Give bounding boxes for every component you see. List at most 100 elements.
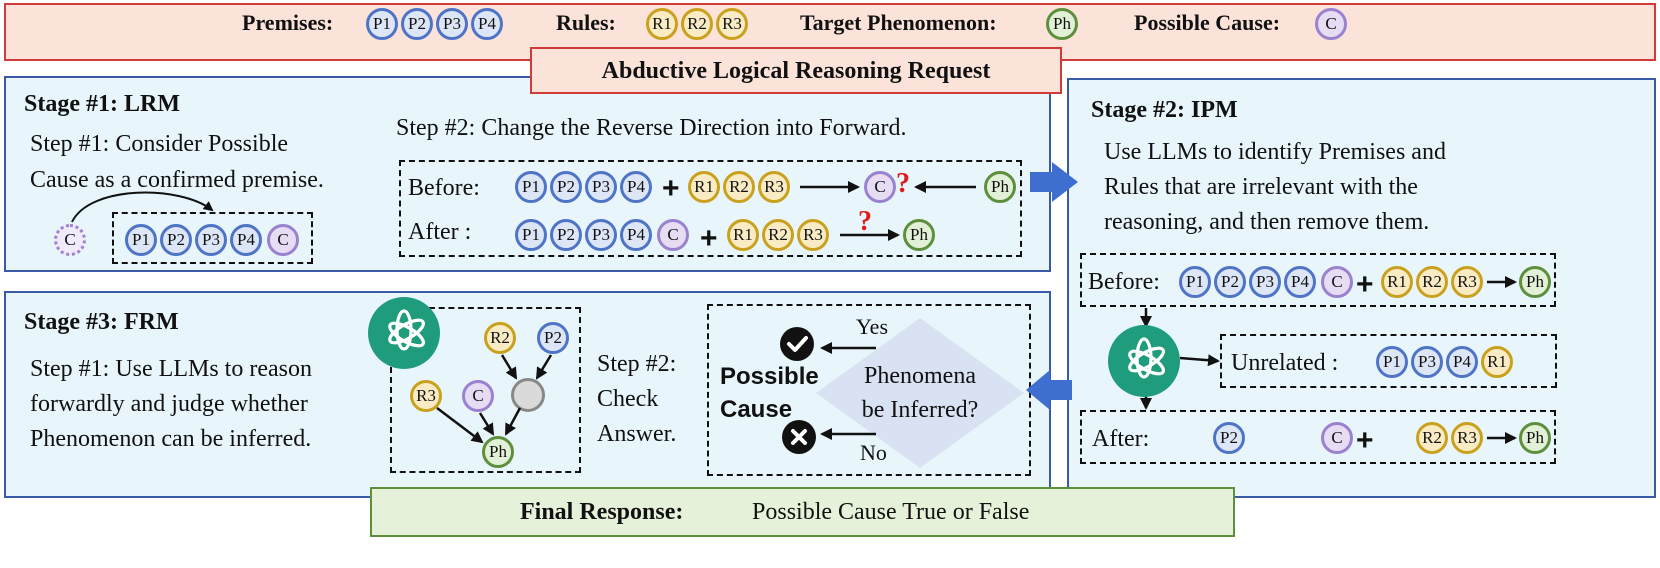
plus-sign: +	[662, 172, 680, 205]
cause-c: C	[1321, 422, 1353, 454]
rule-r3: R3	[797, 219, 829, 251]
premise-p2: P2	[550, 219, 582, 251]
plus-sign: +	[700, 222, 718, 255]
intermediate-node	[511, 378, 545, 412]
final-response-value: Possible Cause True or False	[752, 499, 1030, 525]
premise-p1: P1	[1179, 266, 1211, 298]
stage3-title: Stage #3: FRM	[24, 309, 179, 335]
phenomenon-ph: Ph	[1046, 8, 1078, 40]
plus-sign: +	[1356, 424, 1374, 457]
premise-p3: P3	[1411, 346, 1443, 378]
premise-p1: P1	[1376, 346, 1408, 378]
request-title-box	[530, 47, 1062, 94]
premise-p2: P2	[1213, 422, 1245, 454]
premise-p4: P4	[1446, 346, 1478, 378]
rule-r1: R1	[727, 219, 759, 251]
rule-r1: R1	[646, 8, 678, 40]
premise-p1: P1	[515, 219, 547, 251]
phenomenon-ph: Ph	[1519, 266, 1551, 298]
rule-r2: R2	[762, 219, 794, 251]
premise-p2: P2	[401, 8, 433, 40]
premise-p2: P2	[1214, 266, 1246, 298]
yes-label: Yes	[856, 314, 889, 339]
premise-p3: P3	[436, 8, 468, 40]
premises-label: Premises:	[242, 10, 334, 35]
stage2-before-label: Before:	[1088, 269, 1160, 295]
premise-p1: P1	[125, 224, 157, 256]
stage2-desc-line2: Rules that are irrelevant with the	[1104, 174, 1418, 200]
cause-c: C	[267, 224, 299, 256]
rule-r2: R2	[681, 8, 713, 40]
premise-p4: P4	[1284, 266, 1316, 298]
stage1-before-after-box	[399, 160, 1022, 257]
stage2-unrelated-box	[1220, 334, 1557, 388]
premise-p3: P3	[1249, 266, 1281, 298]
rule-r1: R1	[1381, 266, 1413, 298]
final-response-label: Final Response:	[520, 499, 684, 525]
premise-p2: P2	[550, 171, 582, 203]
stage1-premise-group	[112, 212, 313, 264]
rule-r2: R2	[1416, 266, 1448, 298]
plus-sign: +	[1356, 268, 1374, 301]
rule-r2: R2	[723, 171, 755, 203]
premise-p2: P2	[537, 322, 569, 354]
stage3-step2-line3: Answer.	[597, 421, 677, 447]
question-mark: ?	[896, 168, 910, 199]
stage2-panel	[1067, 78, 1656, 498]
premise-p3: P3	[585, 219, 617, 251]
stage3-step2-line1: Step #2:	[597, 351, 677, 377]
cause-label: Possible Cause:	[1134, 10, 1281, 35]
stage3-step1-line2: forwardly and judge whether	[30, 391, 308, 417]
diamond-line1: Phenomena	[864, 363, 976, 389]
stage1-step1-line1: Step #1: Consider Possible	[30, 131, 289, 157]
diamond-line2: be Inferred?	[861, 397, 979, 423]
stage1-before-label: Before:	[408, 175, 480, 201]
no-label: No	[860, 440, 887, 465]
stage2-unrelated-label: Unrelated :	[1231, 350, 1339, 376]
question-mark: ?	[858, 206, 872, 237]
stage1-title: Stage #1: LRM	[24, 91, 180, 117]
stage1-after-label: After :	[408, 219, 472, 245]
cause-dotted: C	[54, 224, 86, 256]
phenomenon-ph: Ph	[984, 171, 1016, 203]
request-title: Abductive Logical Reasoning Request	[601, 58, 991, 84]
stage1-step2: Step #2: Change the Reverse Direction in…	[396, 115, 907, 141]
phenomenon-ph: Ph	[482, 436, 514, 468]
rule-r2: R2	[1416, 422, 1448, 454]
stage3-step1-line1: Step #1: Use LLMs to reason	[30, 356, 312, 382]
premise-p4: P4	[620, 219, 652, 251]
stage2-after-box	[1080, 410, 1556, 464]
premise-p3: P3	[585, 171, 617, 203]
rule-r3: R3	[758, 171, 790, 203]
target-label: Target Phenomenon:	[800, 10, 997, 35]
phenomenon-ph: Ph	[1519, 422, 1551, 454]
stage2-desc-line3: reasoning, and then remove them.	[1104, 209, 1430, 235]
rule-r1: R1	[1481, 346, 1513, 378]
possible-label: Possible	[720, 363, 819, 390]
premise-p4: P4	[230, 224, 262, 256]
cause-c: C	[1315, 8, 1347, 40]
rules-label: Rules:	[556, 10, 616, 35]
rule-r3: R3	[1451, 422, 1483, 454]
premise-p1: P1	[515, 171, 547, 203]
stage2-before-box	[1080, 253, 1556, 307]
premise-p4: P4	[471, 8, 503, 40]
premise-p4: P4	[620, 171, 652, 203]
cause-word-label: Cause	[720, 396, 793, 423]
stage1-step1-line2: Cause as a confirmed premise.	[30, 167, 324, 193]
rule-r1: R1	[688, 171, 720, 203]
stage3-graph-box	[390, 307, 581, 473]
rule-r2: R2	[484, 322, 516, 354]
premise-p2: P2	[160, 224, 192, 256]
phenomenon-ph: Ph	[903, 219, 935, 251]
cause-c: C	[864, 171, 896, 203]
stage2-desc-line1: Use LLMs to identify Premises and	[1104, 139, 1446, 165]
cause-c: C	[462, 380, 494, 412]
stage3-step2-line2: Check	[597, 386, 659, 412]
stage3-step1-line3: Phenomenon can be inferred.	[30, 426, 312, 452]
rule-r3: R3	[1451, 266, 1483, 298]
stage2-title: Stage #2: IPM	[1091, 97, 1238, 123]
cause-c: C	[1321, 266, 1353, 298]
premise-p1: P1	[366, 8, 398, 40]
